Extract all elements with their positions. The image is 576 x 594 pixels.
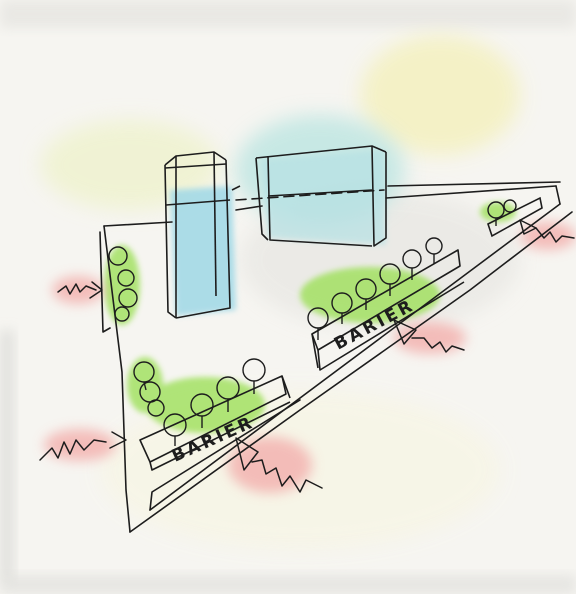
tree-icon	[243, 359, 265, 381]
